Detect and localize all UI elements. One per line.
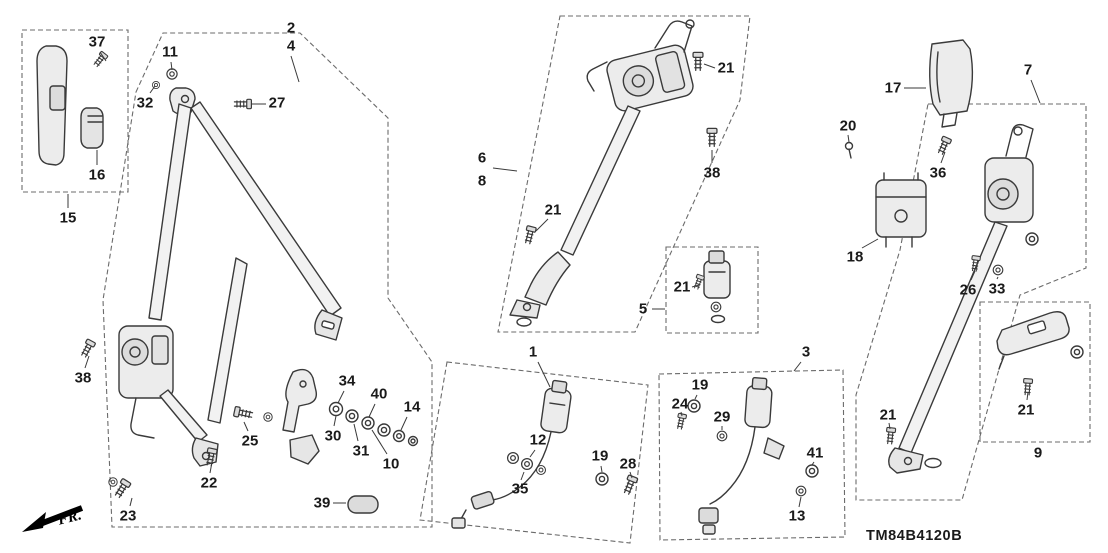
group-box-anchor-9 (979, 301, 1091, 443)
leader-line-4 (290, 55, 300, 83)
group-box-anchor-covers-15 (21, 29, 129, 193)
leader-line-22 (209, 461, 213, 474)
group-box-center-seatbelt-6-8 (497, 15, 751, 333)
group-box-buckle-3 (658, 369, 846, 541)
leader-line-13 (798, 496, 802, 508)
leader-line-14 (400, 416, 408, 431)
group-box-rear-seatbelt-7 (855, 103, 1087, 501)
part-buckle-5 (692, 250, 731, 324)
leader-line-31 (353, 423, 359, 442)
part-center-seatbelt-6-8 (509, 19, 718, 327)
leader-line-6 (492, 167, 518, 172)
part-anchor-covers-15-16 (36, 45, 109, 166)
leader-line-24 (680, 411, 683, 417)
leader-line-33 (996, 276, 999, 280)
part-rear-seatbelt-7 (844, 39, 1039, 474)
leader-lines (67, 51, 1041, 508)
leader-line-32 (149, 85, 156, 94)
leader-line-28 (629, 471, 633, 479)
leader-line-25 (243, 421, 249, 432)
leader-line-3 (793, 361, 802, 372)
leader-line-20 (847, 134, 850, 143)
leader-line-36 (940, 151, 946, 164)
diagram-code: TM84B4120B (866, 528, 963, 544)
part-anchor-9 (996, 311, 1084, 396)
leader-line-35 (520, 471, 525, 481)
leader-line-21 (1026, 391, 1029, 401)
leader-line-38 (84, 355, 90, 369)
leader-line-7 (1030, 79, 1041, 104)
part-buckle-1 (451, 379, 639, 529)
leader-line-40 (368, 403, 376, 418)
fr-direction-indicator: FR. (18, 494, 102, 544)
part-front-seatbelt-2-4 (78, 68, 419, 514)
leader-line-19 (694, 394, 698, 400)
leader-line-11 (170, 61, 173, 71)
leader-line-26 (970, 270, 976, 281)
leader-line-21 (888, 422, 891, 430)
leader-line-19 (600, 465, 603, 473)
leader-line-41 (811, 461, 815, 466)
leader-line-12 (529, 449, 536, 458)
leader-line-34 (337, 390, 345, 404)
leader-line-23 (129, 497, 133, 507)
leader-line-21 (703, 63, 716, 69)
leader-line-21 (535, 218, 549, 232)
group-box-front-seatbelt-2-4 (102, 32, 433, 528)
leader-line-10 (371, 429, 388, 455)
leader-line-37 (99, 51, 107, 62)
group-box-buckle-5 (665, 246, 759, 334)
leader-line-1 (537, 361, 551, 388)
leader-line-30 (333, 415, 337, 427)
fr-arrow-icon (22, 505, 84, 532)
leader-line-18 (861, 238, 879, 249)
group-box-buckle-1 (419, 361, 649, 544)
part-buckle-3 (674, 377, 819, 535)
leader-line-21 (691, 284, 700, 288)
